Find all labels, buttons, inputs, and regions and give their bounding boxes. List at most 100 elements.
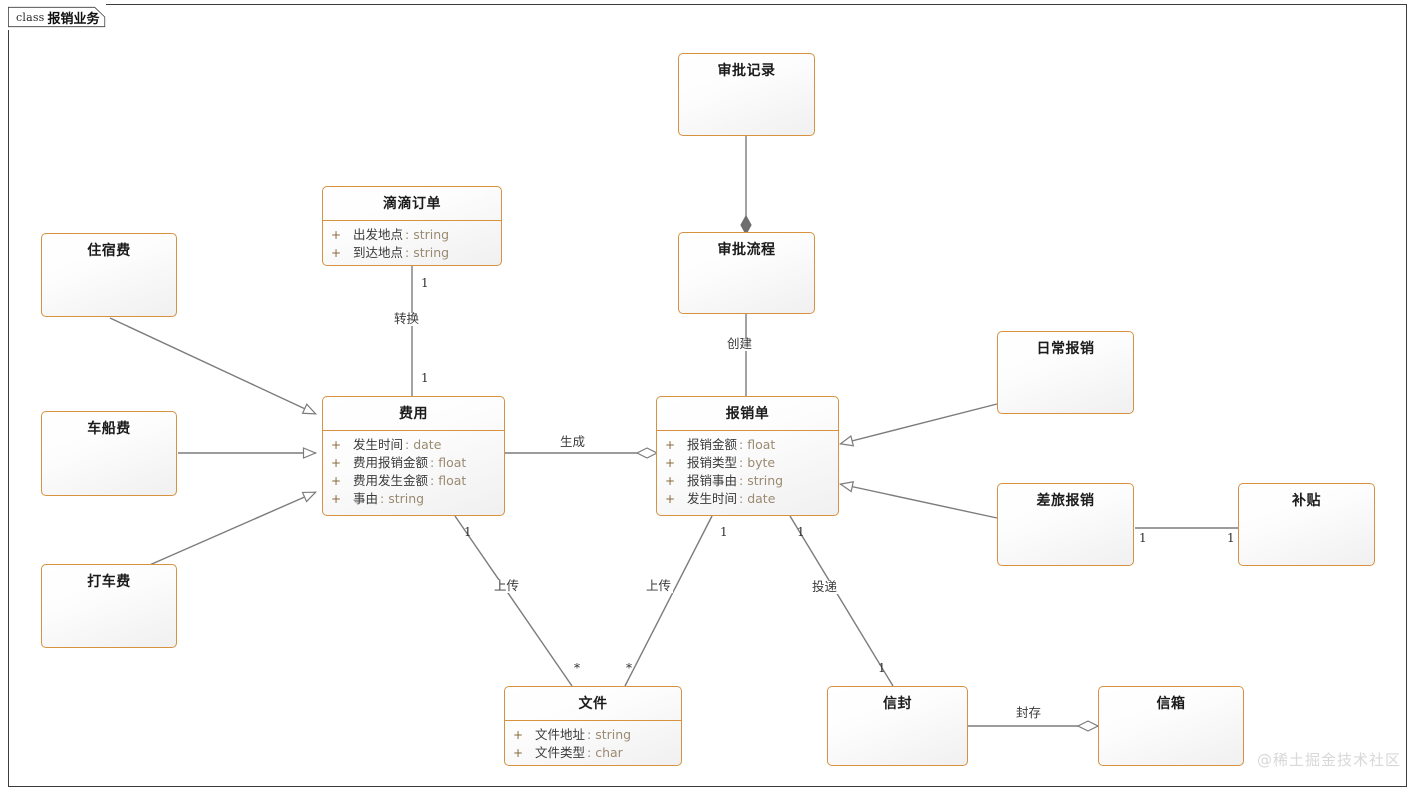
attribute-type: : string xyxy=(380,491,425,507)
attribute-visibility: + xyxy=(513,746,524,761)
attribute-name: 发生时间 xyxy=(353,437,404,453)
class-attribute: + 事由 : string xyxy=(323,490,504,508)
attribute-visibility: + xyxy=(513,728,524,743)
attribute-name: 报销事由 xyxy=(687,473,738,489)
attribute-type: : char xyxy=(587,745,623,761)
class-box-chechuanfei[interactable]: 车船费 xyxy=(41,411,177,496)
class-title: 日常报销 xyxy=(1036,341,1095,357)
attribute-type: : string xyxy=(587,727,632,743)
class-title: 补贴 xyxy=(1292,493,1321,509)
relation-label-zhuanhuan: 转换 xyxy=(392,311,422,326)
multiplicity-wenjian-right-star: * xyxy=(626,661,632,675)
class-title: 打车费 xyxy=(87,574,131,590)
attribute-visibility: + xyxy=(665,492,676,507)
class-box-shenpi-liucheng[interactable]: 审批流程 xyxy=(678,232,815,314)
attribute-visibility: + xyxy=(331,228,342,243)
connector-chailvbaoxiao-baoxiaodan xyxy=(838,481,998,519)
attribute-type: : float xyxy=(430,473,467,489)
attribute-visibility: + xyxy=(331,492,342,507)
class-attribute: + 到达地点 : string xyxy=(323,244,501,262)
connector-feiyong-wenjian xyxy=(454,515,573,687)
class-title: 审批流程 xyxy=(717,242,776,258)
class-title: 住宿费 xyxy=(87,243,131,259)
class-box-zhusufei[interactable]: 住宿费 xyxy=(41,233,177,317)
multiplicity-feiyong-didi-bottom: 1 xyxy=(421,371,429,385)
class-title: 费用 xyxy=(323,397,504,432)
multiplicity-baoxiaodan-xinfeng: 1 xyxy=(797,525,805,539)
connector-richangbaoxiao-baoxiaodan xyxy=(838,403,998,447)
multiplicity-chailv-butie-right: 1 xyxy=(1227,531,1235,545)
class-box-dachefei[interactable]: 打车费 xyxy=(41,564,177,648)
class-box-chailv-baoxiao[interactable]: 差旅报销 xyxy=(997,483,1134,566)
multiplicity-baoxiaodan-wenjian: 1 xyxy=(720,525,728,539)
multiplicity-chailv-butie-left: 1 xyxy=(1139,531,1147,545)
class-title: 报销单 xyxy=(657,397,838,432)
multiplicity-wenjian-left-star: * xyxy=(574,661,580,675)
attribute-name: 发生时间 xyxy=(687,491,738,507)
attribute-name: 费用发生金额 xyxy=(353,473,429,489)
class-attribute: + 报销事由 : string xyxy=(657,472,838,490)
attribute-type: : float xyxy=(430,455,467,471)
attribute-visibility: + xyxy=(665,456,676,471)
class-title: 车船费 xyxy=(87,421,131,437)
watermark-text: @稀土掘金技术社区 xyxy=(1256,751,1401,769)
class-box-xinfeng[interactable]: 信封 xyxy=(827,686,968,766)
attribute-type: : string xyxy=(405,227,450,243)
attribute-name: 事由 xyxy=(353,491,379,507)
class-attributes: + 报销金额 : float + 报销类型 : byte + 报销事由 : st… xyxy=(657,431,838,514)
attribute-name: 文件类型 xyxy=(535,745,586,761)
class-box-butie[interactable]: 补贴 xyxy=(1238,483,1375,566)
class-attributes: + 文件地址 : string + 文件类型 : char xyxy=(505,721,681,765)
class-box-wenjian[interactable]: 文件 + 文件地址 : string + 文件类型 : char xyxy=(504,686,682,766)
class-attribute: + 发生时间 : date xyxy=(657,490,838,508)
class-box-xinxiang[interactable]: 信箱 xyxy=(1098,686,1244,766)
class-box-feiyong[interactable]: 费用 + 发生时间 : date + 费用报销金额 : float + 费用发生… xyxy=(322,396,505,516)
attribute-name: 报销类型 xyxy=(687,455,738,471)
multiplicity-xinfeng-baoxiaodan: 1 xyxy=(878,661,886,675)
relation-label-toudi: 投递 xyxy=(810,579,840,594)
relation-label-shengcheng: 生成 xyxy=(557,435,589,449)
class-attribute: + 报销类型 : byte xyxy=(657,454,838,472)
class-box-baoxiaodan[interactable]: 报销单 + 报销金额 : float + 报销类型 : byte + 报销事由 … xyxy=(656,396,839,516)
class-attribute: + 费用发生金额 : float xyxy=(323,472,504,490)
attribute-visibility: + xyxy=(331,246,342,261)
attribute-name: 文件地址 xyxy=(535,727,586,743)
multiplicity-didi-feiyong-top: 1 xyxy=(421,276,429,290)
class-attribute: + 文件类型 : char xyxy=(505,744,681,762)
class-box-didi-dingdan[interactable]: 滴滴订单 + 出发地点 : string + 到达地点 : string xyxy=(322,186,502,266)
attribute-type: : string xyxy=(739,473,784,489)
class-attributes: + 出发地点 : string + 到达地点 : string xyxy=(323,221,501,265)
diagram-frame-tab: class 报销业务 xyxy=(8,4,106,30)
attribute-visibility: + xyxy=(331,438,342,453)
class-title: 信封 xyxy=(883,696,912,712)
relation-label-shangchuan-left: 上传 xyxy=(492,578,522,593)
attribute-name: 报销金额 xyxy=(687,437,738,453)
connector-zhusufei-feiyong xyxy=(109,317,317,415)
frame-name: 报销业务 xyxy=(47,11,100,27)
class-title: 差旅报销 xyxy=(1036,493,1095,509)
connector-baoxiaodan-xinfeng xyxy=(789,515,894,687)
attribute-type: : string xyxy=(405,245,450,261)
class-title: 滴滴订单 xyxy=(323,187,501,222)
class-attributes: + 发生时间 : date + 费用报销金额 : float + 费用发生金额 … xyxy=(323,431,504,514)
attribute-type: : byte xyxy=(739,455,776,471)
class-title: 审批记录 xyxy=(717,63,776,79)
attribute-visibility: + xyxy=(665,438,676,453)
class-title: 信箱 xyxy=(1156,696,1186,712)
connector-baoxiaodan-wenjian xyxy=(624,515,713,687)
attribute-type: : date xyxy=(405,437,442,453)
attribute-visibility: + xyxy=(331,474,342,489)
attribute-type: : date xyxy=(739,491,776,507)
attribute-name: 费用报销金额 xyxy=(353,455,429,471)
relation-label-fengcun: 封存 xyxy=(1013,706,1045,720)
attribute-type: : float xyxy=(739,437,776,453)
relation-label-shangchuan-right: 上传 xyxy=(644,578,674,593)
class-box-shenpi-jilu[interactable]: 审批记录 xyxy=(678,53,815,136)
class-attribute: + 报销金额 : float xyxy=(657,436,838,454)
attribute-visibility: + xyxy=(665,474,676,489)
class-attribute: + 出发地点 : string xyxy=(323,226,501,244)
connector-dachefei-feiyong xyxy=(144,491,317,568)
class-box-richang-baoxiao[interactable]: 日常报销 xyxy=(997,331,1134,414)
class-title: 文件 xyxy=(505,687,681,722)
